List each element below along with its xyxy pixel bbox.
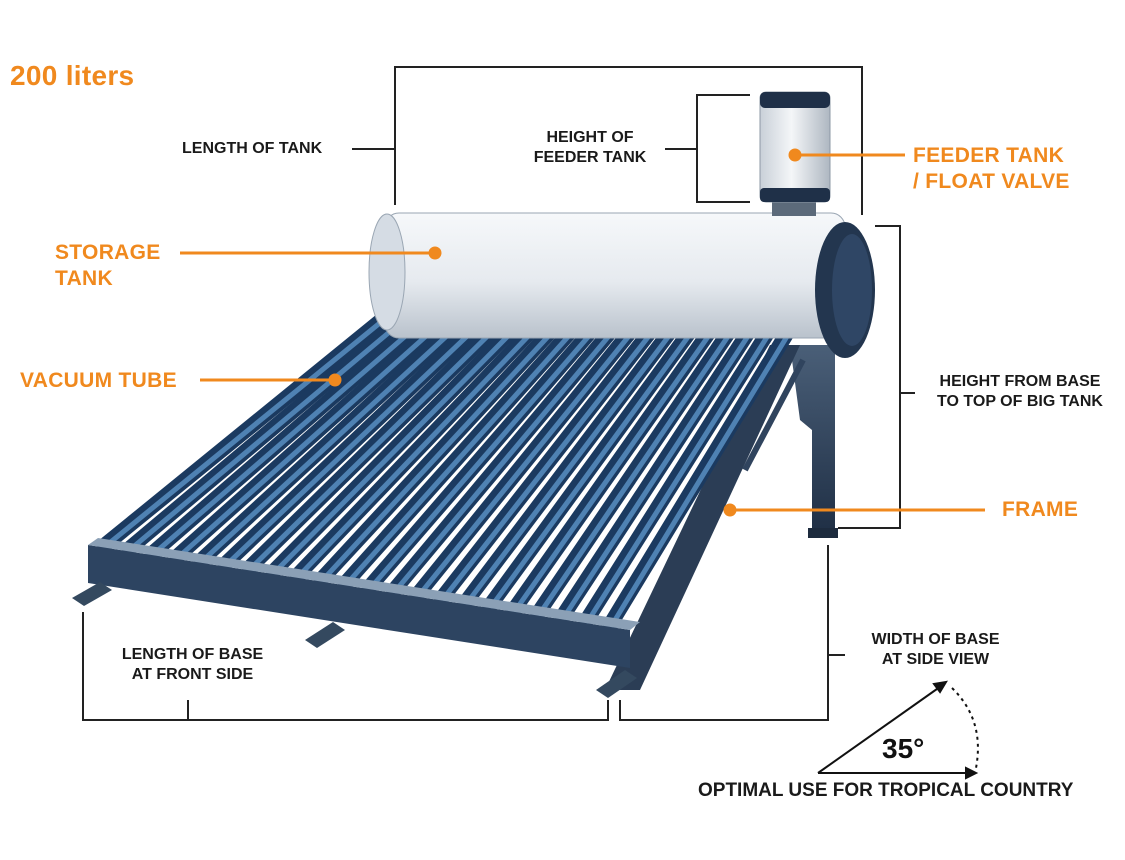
leader-lines	[180, 148, 985, 517]
vacuum-tube-highlight	[489, 313, 706, 609]
vacuum-tube-highlight	[224, 306, 499, 567]
optimal-use-label: OPTIMAL USE FOR TROPICAL COUNTRY	[698, 780, 1074, 801]
vacuum-tube-highlight	[176, 304, 461, 559]
feeder-tank-label: FEEDER TANK / FLOAT VALVE	[913, 144, 1070, 194]
vacuum-tube-highlight	[369, 310, 612, 590]
feeder-tank	[759, 91, 831, 216]
height-from-base-label: HEIGHT FROM BASE TO TOP OF BIG TANK	[937, 373, 1103, 410]
vacuum-tube-highlight	[272, 307, 537, 575]
storage-tank-label: STORAGE TANK	[55, 241, 161, 291]
capacity-label: 200 liters	[10, 60, 135, 91]
vacuum-tube-highlight	[344, 309, 593, 586]
length-of-tank-label: LENGTH OF TANK	[182, 140, 323, 157]
vacuum-tube-highlight	[152, 303, 443, 556]
height-of-feeder-tank-label: HEIGHT OF FEEDER TANK	[533, 129, 647, 166]
angle-indicator-icon	[817, 680, 979, 780]
vacuum-tube-highlight	[320, 308, 574, 582]
storage-tank	[368, 212, 875, 358]
vacuum-tube-highlight	[248, 306, 518, 571]
frame	[605, 345, 838, 690]
angle-label: 35°	[882, 733, 925, 764]
frame-label: FRAME	[1002, 498, 1079, 521]
vacuum-tube-label: VACUUM TUBE	[20, 369, 177, 392]
vacuum-tubes	[97, 297, 803, 633]
vacuum-tube-highlight	[465, 313, 687, 605]
vacuum-tube-highlight	[393, 311, 631, 594]
vacuum-tube-highlight	[513, 314, 725, 613]
length-of-base-label: LENGTH OF BASE AT FRONT SIDE	[121, 646, 264, 683]
vacuum-tube-highlight	[609, 317, 800, 628]
vacuum-tube-highlight	[296, 308, 555, 578]
vacuum-tube-highlight	[104, 302, 405, 548]
vacuum-tube-highlight	[561, 316, 762, 620]
vacuum-tube-highlight	[200, 305, 480, 563]
vacuum-tube-highlight	[128, 303, 424, 552]
vacuum-tube-highlight	[417, 311, 650, 598]
base-rail	[72, 538, 640, 698]
dimension-lines	[82, 66, 915, 721]
width-of-base-label: WIDTH OF BASE AT SIDE VIEW	[871, 631, 1000, 668]
vacuum-tube-highlight	[537, 315, 744, 617]
vacuum-tube-highlight	[441, 312, 668, 601]
vacuum-tube-highlight	[585, 316, 781, 624]
